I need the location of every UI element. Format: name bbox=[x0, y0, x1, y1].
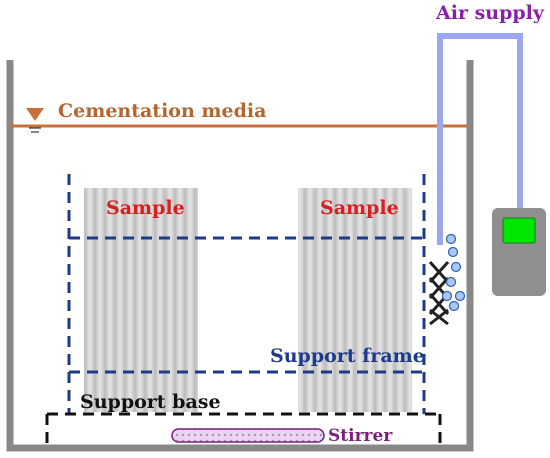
air-supply-label: Air supply bbox=[435, 2, 545, 24]
bubble bbox=[441, 290, 453, 302]
support-base-label: Support base bbox=[80, 391, 221, 413]
sample-left bbox=[84, 188, 198, 412]
air-pump-screen bbox=[502, 217, 536, 244]
container-wall bbox=[6, 60, 474, 452]
air-bubbles bbox=[441, 233, 466, 312]
support-base bbox=[45, 412, 442, 446]
support-frame-label: Support frame bbox=[270, 345, 425, 367]
bubble bbox=[448, 300, 460, 312]
bubble bbox=[454, 290, 466, 302]
bubble bbox=[445, 233, 457, 245]
water-level-icon bbox=[26, 108, 44, 133]
support-frame bbox=[67, 174, 426, 414]
air-supply-tube bbox=[437, 33, 523, 245]
bubble bbox=[450, 261, 462, 273]
sample-left-label: Sample bbox=[106, 197, 185, 219]
cementation-media-label: Cementation media bbox=[58, 100, 266, 122]
bubble bbox=[447, 246, 459, 258]
sample-right bbox=[298, 188, 412, 412]
bubble bbox=[445, 276, 457, 288]
stirrer-label: Stirrer bbox=[328, 426, 393, 446]
stirrer-bar bbox=[171, 428, 325, 443]
sample-right-label: Sample bbox=[320, 197, 399, 219]
